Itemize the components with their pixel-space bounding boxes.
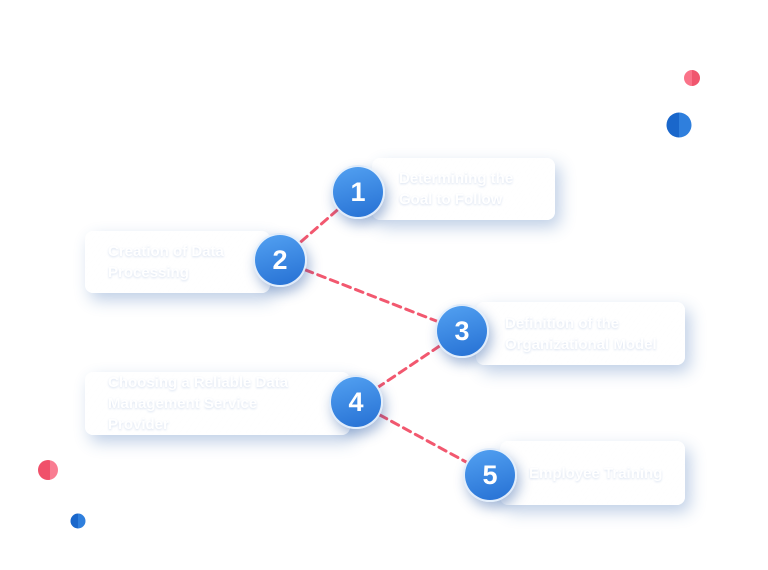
step-box-2: Creation of Data Processing <box>85 231 270 293</box>
bottom-left-wheel-icon <box>0 335 182 570</box>
step-number-circle-2: 2 <box>253 233 307 287</box>
step-box-1: Determining the Goal to Follow <box>372 158 555 220</box>
connector-2-3 <box>278 258 464 333</box>
top-right-rings-icon <box>517 0 768 258</box>
step-number-circle-4: 4 <box>329 375 383 429</box>
step-label-3: Definition of the Organizational Model <box>505 314 657 353</box>
step-number-circle-5: 5 <box>463 448 517 502</box>
step-label-1: Determining the Goal to Follow <box>399 170 514 208</box>
step-number-circle-3: 3 <box>435 304 489 358</box>
step-label-2: Creation of Data Processing <box>108 243 224 281</box>
step-number-circle-1: 1 <box>331 165 385 219</box>
step-box-3: Definition of the Organizational Model <box>476 302 685 365</box>
step-label-4: Choosing a Reliable Data Management Serv… <box>108 374 289 433</box>
step-label-5: Employee Training <box>529 464 663 482</box>
bottom-left-dots-icon <box>38 460 95 529</box>
step-box-4: Choosing a Reliable Data Management Serv… <box>85 372 350 435</box>
page-title: Steps to Implement a Business Data Strat… <box>65 66 503 126</box>
top-right-dots-icon <box>640 70 700 138</box>
step-box-5: Employee Training <box>500 441 685 505</box>
